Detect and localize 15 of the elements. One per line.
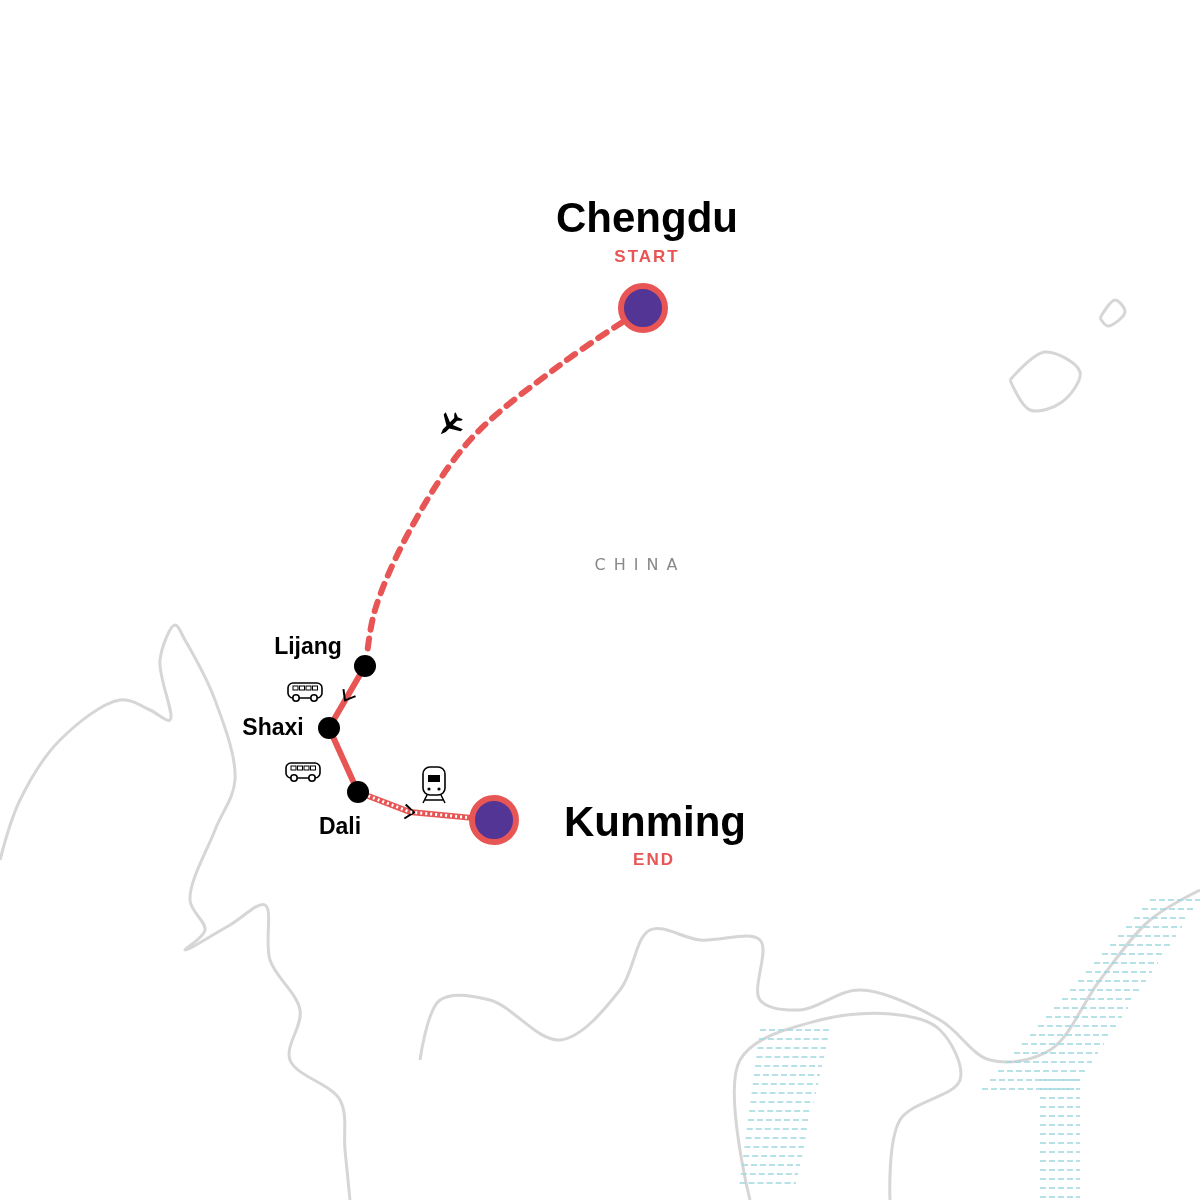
stop-marker: [354, 655, 376, 677]
route-line: [330, 735, 357, 785]
city-label: Lijang: [274, 634, 342, 658]
start-label: START: [614, 247, 680, 265]
city-label: Dali: [318, 814, 362, 838]
country-label: CHINA: [594, 557, 686, 573]
city-label: Kunming: [564, 801, 746, 843]
city-label: Chengdu: [556, 197, 738, 239]
start-marker: [618, 283, 668, 333]
end-label: END: [633, 850, 675, 868]
stop-marker: [347, 781, 369, 803]
route-line: [331, 672, 363, 722]
end-marker: [469, 795, 519, 845]
stop-marker: [318, 717, 340, 739]
city-label: Shaxi: [242, 715, 304, 739]
